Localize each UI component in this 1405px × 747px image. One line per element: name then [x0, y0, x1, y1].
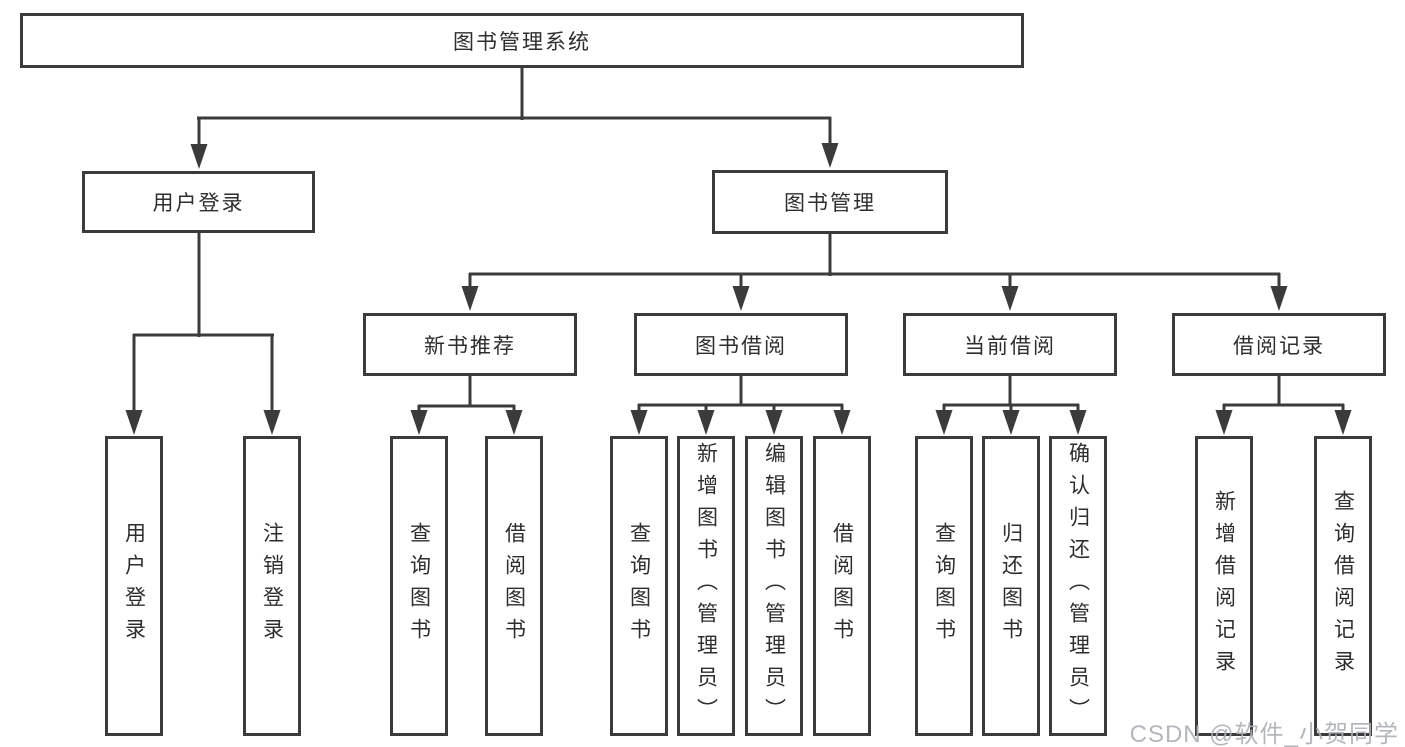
node-borrowing-records: 借阅记录	[1172, 313, 1386, 376]
leaf-borrow-books-2: 借阅图书	[813, 436, 871, 736]
leaf-return-books-label: 归还图书	[999, 522, 1023, 650]
leaf-query-books-3: 查询图书	[915, 436, 973, 736]
arrowhead-down-icon	[1069, 410, 1087, 435]
node-user-login-label: 用户登录	[152, 192, 245, 215]
arrowhead-down-icon	[1002, 410, 1020, 435]
node-book-borrowing: 图书借阅	[634, 313, 848, 376]
leaf-add-borrow-record: 新增借阅记录	[1195, 436, 1253, 736]
arrowhead-down-icon	[461, 286, 479, 311]
leaf-query-books-3-label: 查询图书	[932, 522, 956, 650]
node-new-book-recommend-label: 新书推荐	[424, 334, 516, 358]
node-user-login: 用户登录	[82, 171, 315, 233]
leaf-query-books-1: 查询图书	[390, 436, 448, 736]
leaf-edit-books-admin: 编辑图书（管理员）	[745, 436, 803, 736]
leaf-user-login: 用户登录	[105, 436, 163, 736]
arrowhead-down-icon	[125, 410, 143, 435]
leaf-borrow-books-2-label: 借阅图书	[830, 522, 854, 650]
node-new-book-recommend: 新书推荐	[363, 313, 577, 376]
node-root-label: 图书管理系统	[453, 30, 591, 54]
leaf-logout-label: 注销登录	[260, 522, 284, 650]
node-book-borrowing-label: 图书借阅	[695, 334, 787, 358]
node-current-borrowing: 当前借阅	[903, 313, 1117, 376]
arrowhead-down-icon	[697, 410, 715, 435]
arrowhead-down-icon	[410, 410, 428, 435]
arrowhead-down-icon	[505, 410, 523, 435]
arrowhead-down-icon	[263, 410, 281, 435]
leaf-borrow-books-1-label: 借阅图书	[502, 522, 526, 650]
leaf-logout: 注销登录	[243, 436, 301, 736]
node-book-management: 图书管理	[712, 170, 948, 234]
leaf-query-borrow-record: 查询借阅记录	[1314, 436, 1372, 736]
arrowhead-down-icon	[732, 286, 750, 311]
arrowhead-down-icon	[935, 410, 953, 435]
arrowhead-down-icon	[765, 410, 783, 435]
leaf-add-books-admin-label: 新增图书（管理员）	[694, 442, 718, 730]
leaf-confirm-return-admin-label: 确认归还（管理员）	[1066, 442, 1090, 730]
leaf-confirm-return-admin: 确认归还（管理员）	[1049, 436, 1107, 736]
leaf-borrow-books-1: 借阅图书	[485, 436, 543, 736]
arrowhead-down-icon	[833, 410, 851, 435]
arrowhead-down-icon	[190, 144, 208, 169]
arrowhead-down-icon	[821, 143, 839, 168]
node-book-management-label: 图书管理	[784, 192, 876, 215]
arrowhead-down-icon	[630, 410, 648, 435]
leaf-query-books-2-label: 查询图书	[627, 522, 651, 650]
leaf-edit-books-admin-label: 编辑图书（管理员）	[762, 442, 786, 730]
arrowhead-down-icon	[1001, 286, 1019, 311]
node-root: 图书管理系统	[20, 13, 1024, 68]
leaf-user-login-label: 用户登录	[122, 522, 146, 650]
leaf-add-borrow-record-label: 新增借阅记录	[1212, 490, 1236, 682]
arrowhead-down-icon	[1215, 410, 1233, 435]
watermark: CSDN @软件_小贺同学	[1129, 721, 1399, 747]
node-current-borrowing-label: 当前借阅	[964, 334, 1056, 358]
leaf-query-borrow-record-label: 查询借阅记录	[1331, 490, 1355, 682]
arrowhead-down-icon	[1270, 286, 1288, 311]
leaf-query-books-1-label: 查询图书	[407, 522, 431, 650]
leaf-add-books-admin: 新增图书（管理员）	[677, 436, 735, 736]
leaf-return-books: 归还图书	[982, 436, 1040, 736]
node-borrowing-records-label: 借阅记录	[1233, 334, 1325, 358]
leaf-query-books-2: 查询图书	[610, 436, 668, 736]
arrowhead-down-icon	[1334, 410, 1352, 435]
